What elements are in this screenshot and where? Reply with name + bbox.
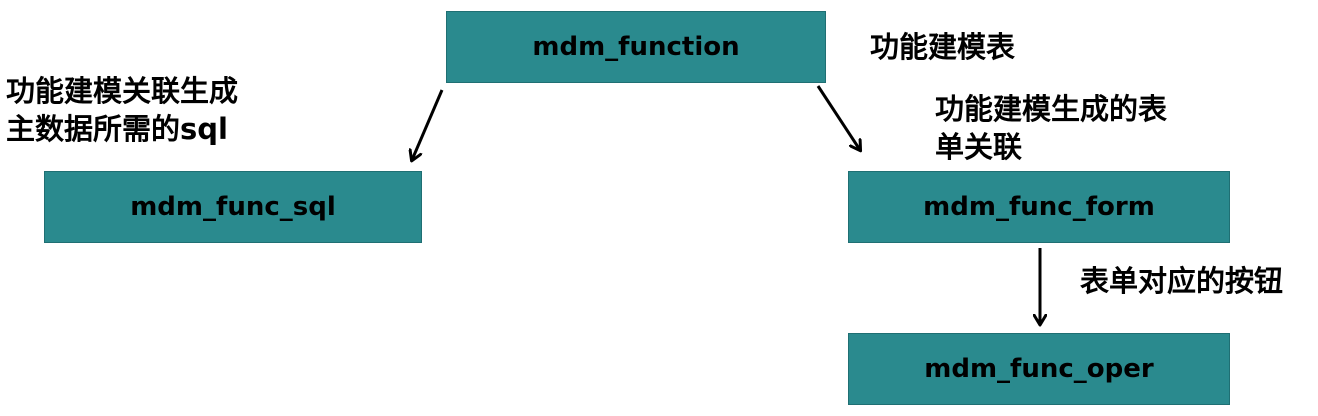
label-oper-desc: 表单对应的按钮 — [1080, 262, 1283, 300]
node-mdm-func-sql: mdm_func_sql — [44, 171, 422, 243]
node-label: mdm_func_oper — [924, 354, 1154, 384]
node-label: mdm_func_form — [923, 192, 1155, 222]
label-text: 表单对应的按钮 — [1080, 264, 1284, 298]
label-line: 功能建模关联生成 — [6, 74, 239, 108]
label-line: 单关联 — [935, 130, 1023, 164]
label-sql-desc: 功能建模关联生成 主数据所需的sql — [6, 72, 238, 148]
label-line: 主数据所需的sql — [6, 112, 228, 146]
arrow-function-to-sql — [412, 89, 444, 160]
label-text: 功能建模表 — [870, 30, 1016, 64]
node-mdm-func-form: mdm_func_form — [848, 171, 1230, 243]
label-function-desc: 功能建模表 — [870, 28, 1015, 66]
node-label: mdm_function — [532, 32, 740, 62]
node-label: mdm_func_sql — [130, 192, 336, 222]
label-form-desc: 功能建模生成的表 单关联 — [935, 90, 1167, 166]
arrow-function-to-form — [816, 85, 860, 150]
node-mdm-func-oper: mdm_func_oper — [848, 333, 1230, 405]
node-mdm-function: mdm_function — [446, 11, 826, 83]
label-line: 功能建模生成的表 — [935, 92, 1168, 126]
